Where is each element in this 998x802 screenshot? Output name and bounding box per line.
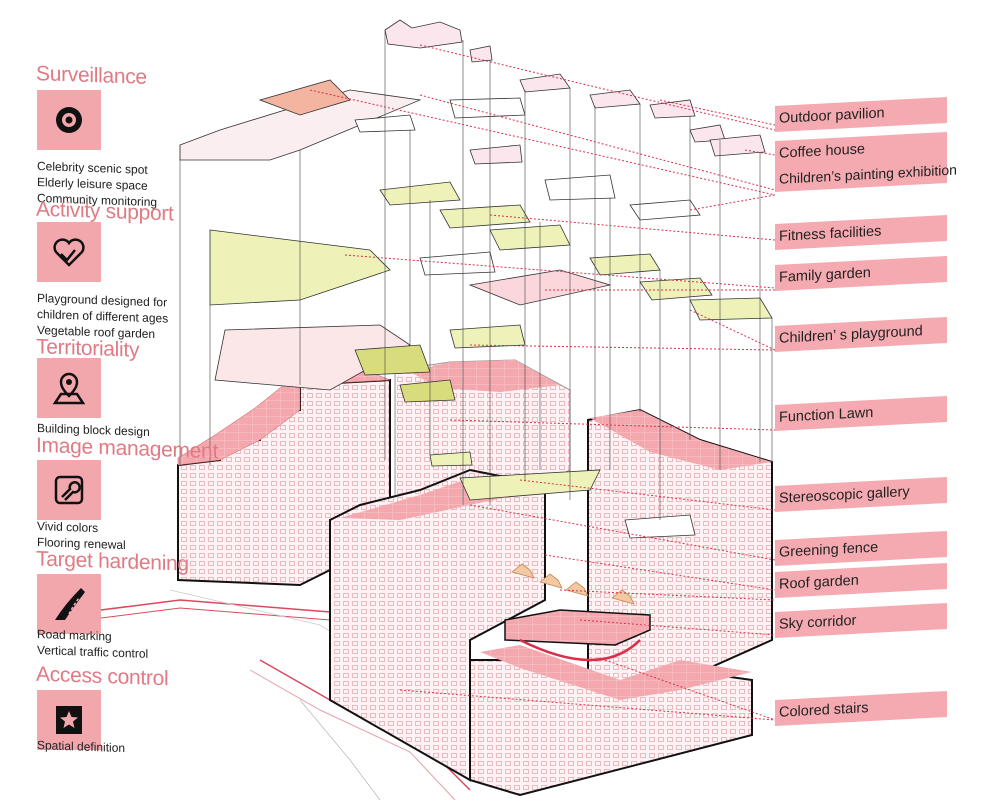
category-icon-box	[37, 574, 101, 634]
category-title-surveillance: Surveillance	[36, 62, 147, 90]
item-text: Spatial definition	[37, 737, 125, 756]
eye-icon	[51, 102, 87, 138]
top-pavilions	[385, 20, 765, 164]
category-title-access-control: Access control	[36, 663, 168, 692]
right-tower	[588, 410, 772, 690]
category-items: Playground designed for children of diff…	[37, 290, 168, 343]
category-items: Road marking Vertical traffic control	[37, 626, 148, 662]
wrench-icon	[51, 472, 87, 508]
category-icon-box	[37, 358, 101, 418]
star-badge-icon	[51, 702, 87, 738]
category-icon-box	[37, 222, 101, 282]
category-icon-box	[37, 90, 101, 150]
category-icon-box	[37, 460, 101, 520]
heart-hand-icon	[51, 234, 87, 270]
road-icon	[51, 586, 87, 622]
map-pin-icon	[51, 370, 87, 406]
category-items: Spatial definition	[37, 737, 125, 756]
